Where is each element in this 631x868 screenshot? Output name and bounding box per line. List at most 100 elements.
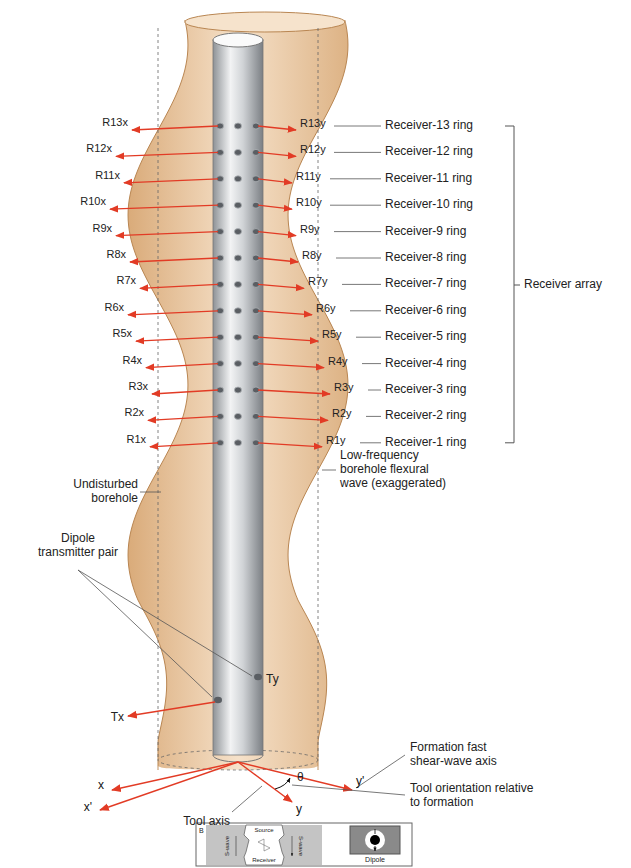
axis-label: x' xyxy=(84,801,92,815)
receiver-y-arrow xyxy=(258,284,304,288)
leader-line xyxy=(334,126,381,127)
receiver-x-arrow xyxy=(116,152,218,156)
receiver-hole xyxy=(234,308,241,314)
receiver-x-arrow xyxy=(130,258,218,262)
axis-label: Tx xyxy=(111,711,124,725)
leader-line xyxy=(322,470,336,471)
receiver-label: R2x xyxy=(124,406,144,419)
receiver-hole xyxy=(234,361,241,367)
callout-label: Receiver array xyxy=(524,278,602,292)
receiver-label: R7y xyxy=(308,275,328,288)
axis-label: θ xyxy=(297,771,304,785)
axis-label: y xyxy=(296,803,302,817)
tool-bottom xyxy=(213,755,263,762)
inset-label: B xyxy=(199,827,204,835)
leader-line xyxy=(356,337,381,338)
leader-line xyxy=(366,416,381,417)
receiver-hole xyxy=(234,387,241,393)
leader-line xyxy=(334,231,381,232)
receiver-label: R11y xyxy=(296,169,321,182)
borehole-wall xyxy=(288,20,348,770)
callout-label: Tool axis xyxy=(183,815,230,829)
receiver-x-arrow xyxy=(116,232,218,236)
inset-tool-sketch xyxy=(258,839,270,851)
leader-line xyxy=(342,284,381,285)
receiver-y-arrow xyxy=(258,126,296,130)
receiver-label: R12y xyxy=(300,143,326,156)
leader-line xyxy=(360,442,381,443)
receiver-label: R4x xyxy=(122,353,142,366)
inset-borehole xyxy=(244,825,284,865)
dipole-tool xyxy=(370,835,380,845)
receiver-label: R8x xyxy=(106,248,126,261)
receiver-label: R1y xyxy=(326,433,346,446)
ring-label: Receiver-6 ring xyxy=(385,304,466,318)
receiver-x-arrow xyxy=(136,337,218,341)
leader-line xyxy=(232,755,405,812)
ring-label: Receiver-2 ring xyxy=(385,409,466,423)
axis-label: y' xyxy=(356,775,364,789)
receiver-label: R3y xyxy=(334,381,354,394)
receiver-y-arrow xyxy=(258,337,318,341)
ring-label: Receiver-3 ring xyxy=(385,383,466,397)
receiver-label: R5y xyxy=(322,328,342,341)
dipole-panel xyxy=(350,826,400,854)
receiver-hole xyxy=(234,281,241,287)
receiver-hole xyxy=(234,413,241,419)
callout-label: Dipole transmitter pair xyxy=(33,532,123,560)
ring-label: Receiver-8 ring xyxy=(385,251,466,265)
receiver-y-arrow xyxy=(258,232,296,236)
axis-y-prime xyxy=(238,762,352,790)
axis-x xyxy=(112,762,238,790)
receiver-label: R12x xyxy=(86,142,112,155)
receiver-x-arrow xyxy=(152,390,218,394)
receiver-hole xyxy=(234,123,241,129)
receiver-label: R5x xyxy=(112,327,132,340)
leader-line xyxy=(330,205,381,206)
ring-label: Receiver-9 ring xyxy=(385,225,466,239)
receiver-label: R3x xyxy=(128,380,148,393)
dipole-arrow xyxy=(375,829,376,851)
receiver-y-arrow xyxy=(258,205,292,209)
receiver-label: R7x xyxy=(116,274,136,287)
receiver-label: R11x xyxy=(95,168,120,181)
receiver-hole xyxy=(234,334,241,340)
receiver-hole xyxy=(234,255,241,261)
borehole-wall xyxy=(128,20,188,770)
dipole-borehole xyxy=(365,830,385,850)
ring-label: Receiver-5 ring xyxy=(385,330,466,344)
inset-label: Dipole xyxy=(365,856,385,864)
receiver-x-arrow xyxy=(124,179,218,183)
receiver-x-arrow xyxy=(140,284,218,288)
receiver-x-arrow xyxy=(128,311,218,315)
transmitter-x-arrow xyxy=(128,702,215,716)
tool-top xyxy=(213,33,263,47)
ring-label: Receiver-11 ring xyxy=(385,172,472,186)
callout-label: Undisturbed borehole xyxy=(48,478,138,506)
receiver-label: R2y xyxy=(332,407,352,420)
receiver-hole xyxy=(234,176,241,182)
receiver-label: R13y xyxy=(300,117,326,130)
inset-frame xyxy=(196,823,412,866)
transmitter-y xyxy=(254,674,262,680)
ring-label: Receiver-13 ring xyxy=(385,119,473,133)
leader-line xyxy=(330,178,381,179)
leader-line xyxy=(362,363,381,364)
borehole-top xyxy=(185,12,345,32)
receiver-label: R10y xyxy=(296,196,322,209)
callout-label: Tool orientation relative to formation xyxy=(410,782,535,810)
receiver-label: R6x xyxy=(104,300,124,313)
axis-label: x xyxy=(98,779,104,793)
receiver-label: R4y xyxy=(328,354,348,367)
leader-line xyxy=(334,152,381,153)
receiver-x-arrow xyxy=(110,205,218,209)
receiver-label: R10x xyxy=(80,195,106,208)
callout-label: Low-frequency borehole flexural wave (ex… xyxy=(340,449,460,490)
receiver-y-arrow xyxy=(258,443,322,447)
receiver-x-arrow xyxy=(146,364,218,368)
receiver-y-arrow xyxy=(258,179,292,183)
receiver-label: R9x xyxy=(92,221,112,234)
axis-label: Ty xyxy=(266,673,279,687)
leader-line xyxy=(368,390,381,391)
